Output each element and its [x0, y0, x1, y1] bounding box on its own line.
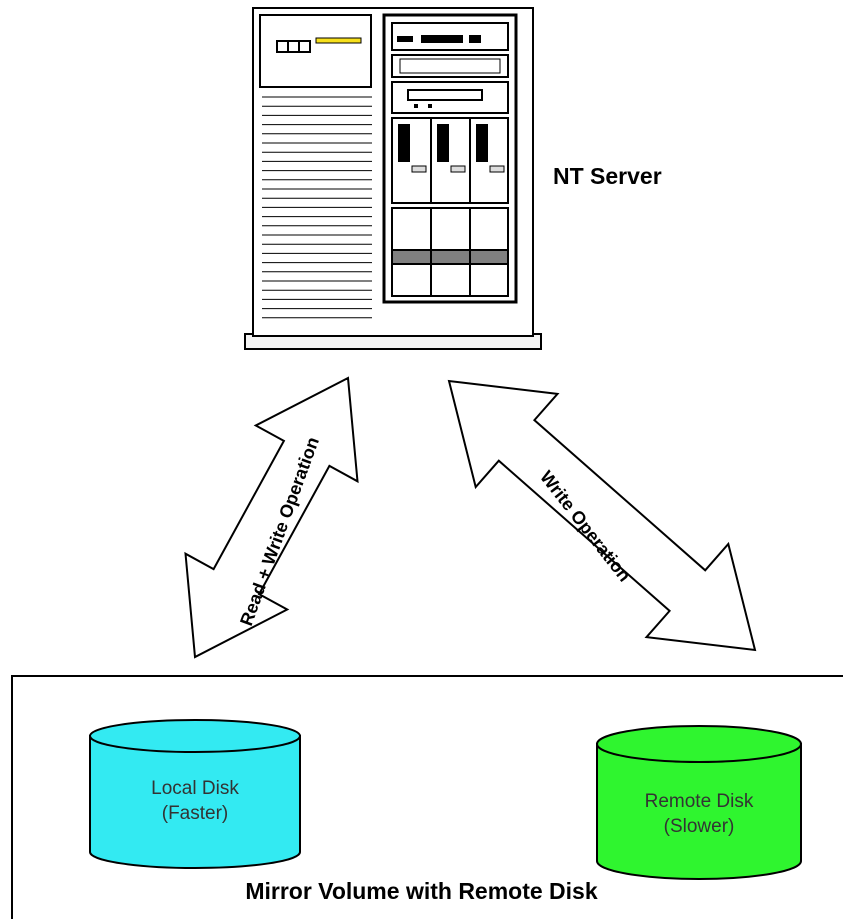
- remote-disk-label: Remote Disk (Slower): [604, 789, 794, 839]
- bay-handle: [437, 124, 449, 162]
- mirror-volume-title: Mirror Volume with Remote Disk: [245, 878, 598, 904]
- bay-handle: [476, 124, 488, 162]
- server-label: NT Server: [553, 163, 662, 189]
- local-disk-icon: [89, 719, 301, 869]
- read-write-arrow: [184, 376, 359, 659]
- bay-latch: [450, 165, 466, 173]
- local-disk-name: Local Disk: [151, 778, 239, 799]
- local-disk-label: Local Disk (Faster): [110, 776, 280, 826]
- write-arrow: [447, 379, 757, 652]
- remote-disk-icon: [596, 725, 802, 880]
- bay-handle: [398, 124, 410, 162]
- local-disk-speed: (Faster): [161, 803, 229, 824]
- remote-disk-name: Remote Disk: [644, 791, 754, 812]
- bay-latch: [411, 165, 427, 173]
- mirror-volume-box: [11, 675, 843, 919]
- remote-disk-speed: (Slower): [663, 816, 735, 837]
- server-vent-lines: [262, 96, 372, 319]
- bay-latch: [489, 165, 505, 173]
- drive-bay-handles: [398, 124, 505, 173]
- server-icon: [244, 7, 542, 350]
